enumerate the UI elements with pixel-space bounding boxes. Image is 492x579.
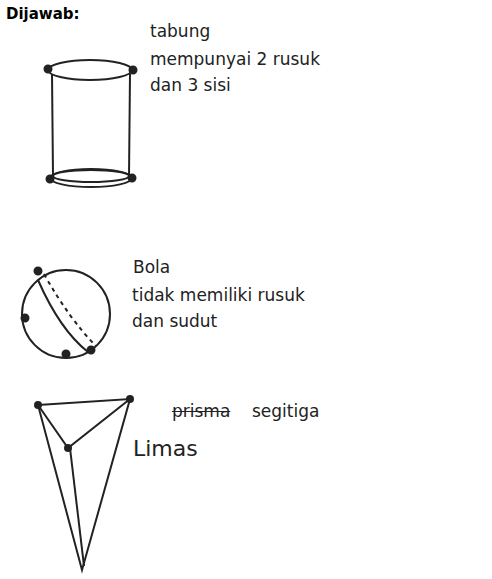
cylinder-bottom xyxy=(50,169,132,187)
edge-dot xyxy=(129,175,136,182)
cylinder-top xyxy=(48,60,132,80)
pyramid-inner-edge xyxy=(38,399,130,448)
vertex-dot xyxy=(65,445,71,451)
answer-note: mempunyai 2 rusuk dan 3 sisi xyxy=(150,46,332,99)
cylinder-bottom-inner xyxy=(53,170,129,182)
edge-dot xyxy=(47,176,54,183)
sphere-diameter xyxy=(38,280,88,352)
sphere-outline xyxy=(22,270,110,358)
point-dot xyxy=(22,315,29,322)
cylinder-side xyxy=(52,74,53,176)
sphere-hidden-line xyxy=(44,274,96,346)
edge-dot xyxy=(45,66,52,73)
pyramid-inner-edge xyxy=(70,448,84,566)
cylinder-side xyxy=(129,74,130,176)
answer-note: tidak memiliki rusuk dan sudut xyxy=(132,282,337,335)
point-dot xyxy=(63,351,70,358)
pyramid-outline xyxy=(38,399,130,570)
shape-name: segitiga xyxy=(252,398,372,424)
shape-name: tabung xyxy=(150,18,300,44)
answer-heading: Dijawab: xyxy=(6,3,80,26)
edge-dot xyxy=(130,67,137,74)
shape-name: Bola xyxy=(133,254,253,280)
struck-word: prisma xyxy=(172,398,262,424)
vertex-dot xyxy=(35,402,41,408)
shape-name: Limas xyxy=(133,432,253,466)
point-dot xyxy=(88,347,95,354)
point-dot xyxy=(35,268,42,275)
cylinder-sketch xyxy=(45,60,137,187)
pyramid-sketch xyxy=(35,396,133,570)
vertex-dot xyxy=(127,396,133,402)
sphere-sketch xyxy=(22,268,111,359)
